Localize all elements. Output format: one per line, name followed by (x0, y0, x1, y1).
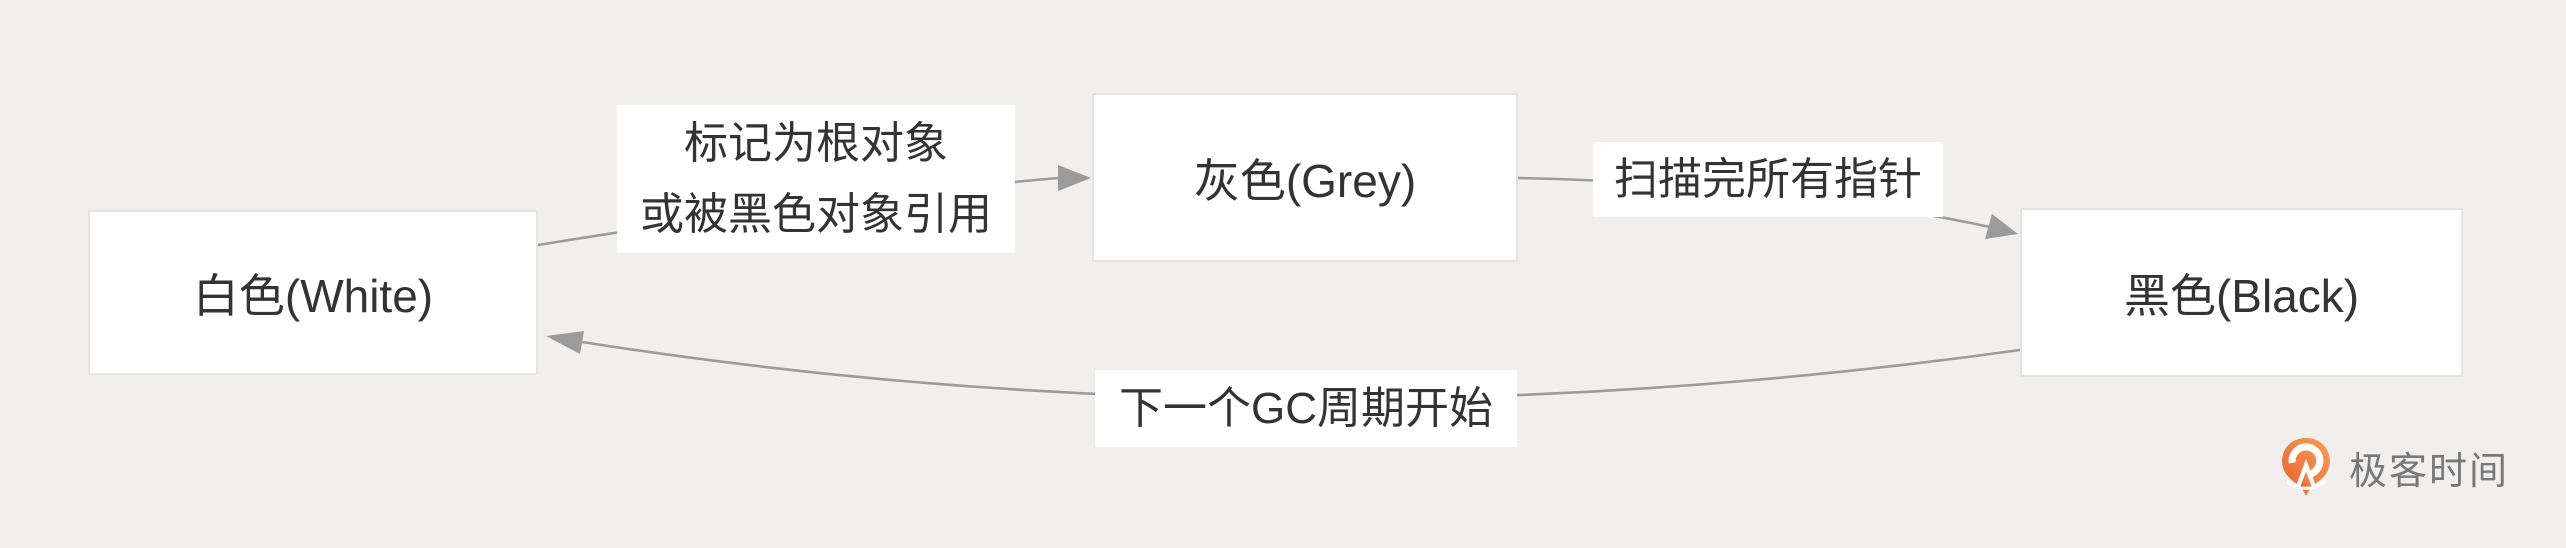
geektime-pin-icon (2282, 437, 2330, 496)
node-label: 黑色(Black) (2123, 269, 2360, 322)
node-black-state: 黑色(Black) (2020, 208, 2463, 377)
edge-label-grey-to-black: 扫描完所有指针 (1593, 142, 1943, 217)
edge-label-line: 扫描完所有指针 (1614, 154, 1922, 204)
edge-label-line: 或被黑色对象引用 (640, 190, 992, 239)
edge-black-to-white-arrowhead-icon (546, 331, 584, 354)
brand-watermark: 极客时间 (2276, 435, 2509, 500)
edge-label-white-to-grey: 标记为根对象 或被黑色对象引用 (617, 105, 1015, 253)
brand-watermark-text: 极客时间 (2349, 451, 2510, 493)
edge-white-to-grey-arrowhead-icon (1058, 165, 1091, 191)
node-white-state: 白色(White) (88, 210, 538, 375)
edge-label-line: 标记为根对象 (684, 118, 948, 168)
edge-grey-to-black-arrowhead-icon (1985, 214, 2018, 239)
node-label: 灰色(Grey) (1193, 154, 1417, 207)
edge-label-line: 下一个GC周期开始 (1119, 383, 1493, 433)
edge-label-black-to-white: 下一个GC周期开始 (1095, 370, 1517, 447)
node-label: 白色(White) (192, 269, 434, 322)
node-grey-state: 灰色(Grey) (1092, 93, 1518, 262)
